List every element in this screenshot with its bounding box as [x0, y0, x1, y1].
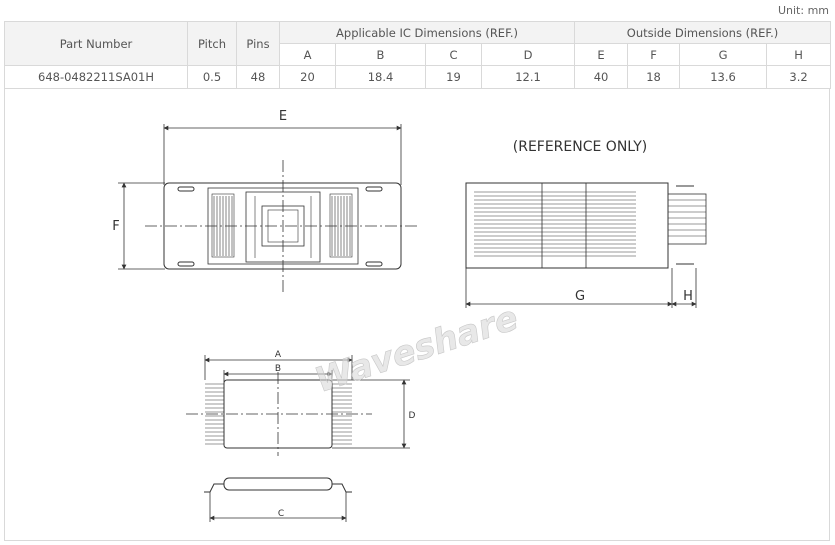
table-row: 648-0482211SA01H 0.5 48 20 18.4 19 12.1 … — [4, 65, 832, 89]
label-e: E — [279, 109, 287, 124]
cell-a: 20 — [279, 65, 336, 89]
unit-label: Unit: mm — [777, 4, 829, 17]
label-b: B — [275, 364, 281, 374]
label-c: C — [278, 509, 284, 519]
cell-e: 40 — [574, 65, 629, 89]
header-part-number: Part Number — [4, 21, 188, 66]
cell-part-number: 648-0482211SA01H — [4, 65, 188, 89]
watermark-logo: Waveshare — [310, 298, 523, 401]
header-pins: Pins — [236, 21, 280, 66]
ic-top-view-drawing — [186, 355, 410, 456]
spec-table: Part Number Pitch Pins Applicable IC Dim… — [4, 21, 832, 89]
label-f: F — [112, 219, 119, 234]
label-g: G — [575, 289, 585, 304]
cell-b: 18.4 — [335, 65, 426, 89]
cell-pitch: 0.5 — [187, 65, 237, 89]
cell-h: 3.2 — [766, 65, 832, 89]
cell-pins: 48 — [236, 65, 280, 89]
cell-c: 19 — [425, 65, 482, 89]
side-view-drawing — [465, 182, 707, 308]
header-ic-dimensions: Applicable IC Dimensions (REF.) — [278, 21, 576, 44]
ic-side-view-drawing — [204, 477, 352, 522]
reference-note: (REFERENCE ONLY) — [513, 139, 648, 155]
drawing-panel — [4, 89, 830, 541]
label-h: H — [683, 289, 693, 304]
label-a: A — [275, 350, 282, 360]
top-view-drawing — [118, 124, 420, 295]
label-d: D — [409, 411, 416, 421]
cell-d: 12.1 — [480, 65, 576, 89]
cell-g: 13.6 — [679, 65, 768, 89]
cell-f: 18 — [627, 65, 681, 89]
